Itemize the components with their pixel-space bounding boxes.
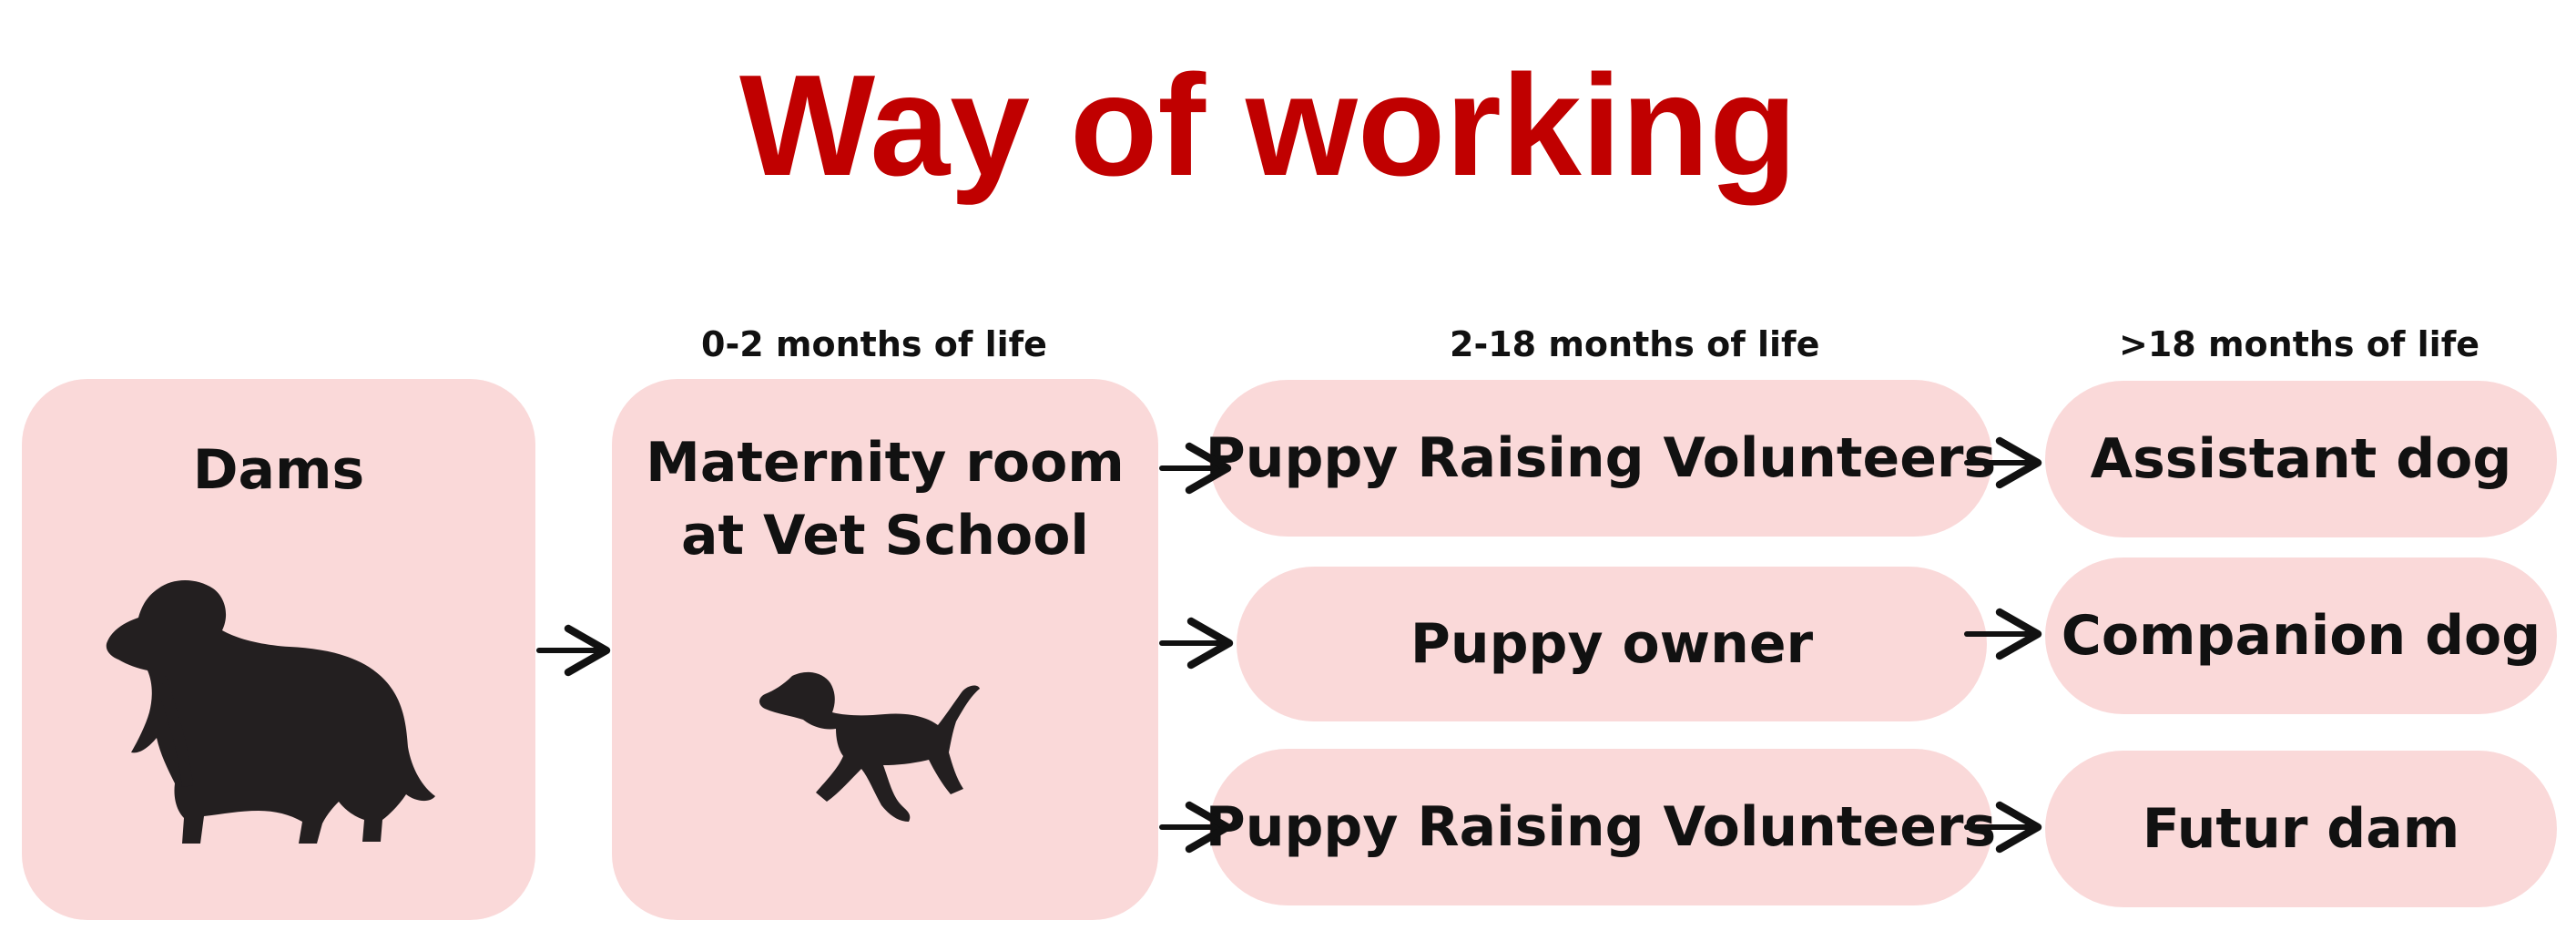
companion-dog-label: Companion dog: [2061, 604, 2541, 668]
companion-dog-box: Companion dog: [2045, 557, 2557, 714]
maternity-label-line2: at Vet School: [681, 504, 1089, 568]
page-title: Way of working: [739, 46, 1797, 206]
puppy-raising-volunteers-bottom-box: Puppy Raising Volunteers: [1206, 749, 1996, 905]
adult-dog-silhouette-icon: [106, 580, 436, 844]
stage-label-over-18-months: >18 months of life: [2119, 324, 2479, 364]
puppy-raising-volunteers-bottom-label: Puppy Raising Volunteers: [1205, 795, 1997, 859]
maternity-room-box: Maternity room at Vet School: [612, 379, 1158, 920]
puppy-raising-volunteers-top-box: Puppy Raising Volunteers: [1206, 380, 1996, 537]
maternity-label-line1: Maternity room: [646, 431, 1125, 495]
stage-label-2-18-months: 2-18 months of life: [1450, 324, 1820, 364]
puppy-silhouette-icon: [759, 671, 980, 822]
stage-label-0-2-months: 0-2 months of life: [701, 324, 1047, 364]
dams-label: Dams: [192, 438, 365, 502]
futur-dam-box: Futur dam: [2045, 751, 2557, 907]
assistant-dog-label: Assistant dog: [2090, 427, 2512, 491]
puppy-raising-volunteers-top-label: Puppy Raising Volunteers: [1205, 426, 1997, 490]
puppy-owner-label: Puppy owner: [1410, 612, 1814, 676]
assistant-dog-box: Assistant dog: [2045, 381, 2557, 537]
puppy-owner-box: Puppy owner: [1237, 567, 1987, 721]
futur-dam-label: Futur dam: [2142, 797, 2460, 861]
